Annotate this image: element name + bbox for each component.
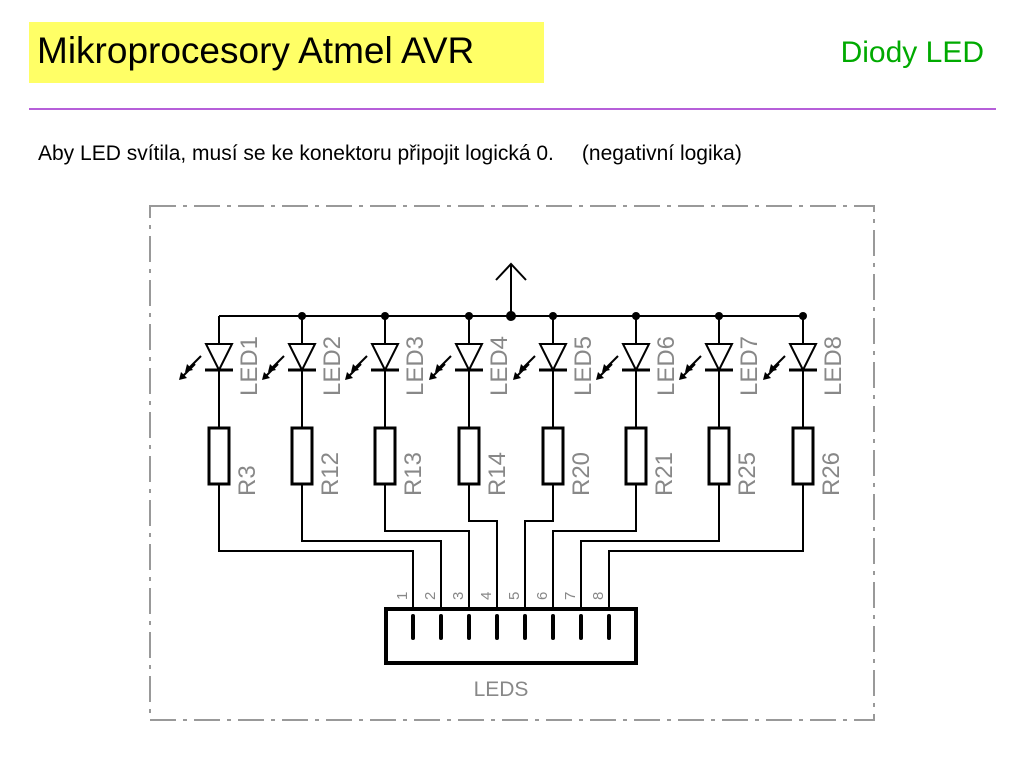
- light-emission-icon: [429, 355, 452, 380]
- junction-dot: [465, 312, 473, 320]
- slide-title: Mikroprocesory Atmel AVR: [37, 30, 475, 71]
- pin-number: 4: [478, 592, 495, 600]
- description-main: Aby LED svítila, musí se ke konektoru př…: [38, 142, 554, 165]
- resistor-label: R20: [568, 452, 595, 496]
- pin-number: 8: [590, 592, 607, 600]
- light-emission-icon: [596, 355, 619, 380]
- connector: 1 2 3 4 5 6 7 8 LEDS: [384, 592, 638, 701]
- junction-dot: [381, 312, 389, 320]
- led-symbol: [454, 343, 484, 373]
- pin-number: 6: [534, 592, 551, 600]
- junction-dot: [715, 312, 723, 320]
- led-label: LED3: [402, 336, 429, 396]
- light-emission-icon: [679, 355, 702, 380]
- board-outline: [149, 205, 875, 721]
- header-divider: [29, 108, 996, 110]
- junction-dot: [549, 312, 557, 320]
- light-emission-icon: [262, 355, 285, 380]
- led-label: LED5: [570, 336, 597, 396]
- led-symbol: [204, 343, 234, 373]
- led-label: LED2: [319, 336, 346, 396]
- led-label: LED7: [736, 336, 763, 396]
- junction-dot: [298, 312, 306, 320]
- resistor: [207, 426, 231, 486]
- pin-number: 5: [506, 592, 523, 600]
- pin-number: 3: [450, 592, 467, 600]
- resistor: [791, 426, 815, 486]
- title-box: Mikroprocesory Atmel AVR: [29, 22, 544, 83]
- led-symbol: [287, 343, 317, 373]
- light-emission-icon: [763, 355, 786, 380]
- resistor: [457, 426, 481, 486]
- section-title: Diody LED: [840, 36, 984, 69]
- junction-dot: [799, 312, 807, 320]
- description: Aby LED svítila, musí se ke konektoru př…: [38, 142, 742, 166]
- pin-number: 1: [394, 592, 411, 600]
- light-emission-icon: [179, 355, 202, 380]
- pin-number: 7: [562, 592, 579, 600]
- light-emission-icon: [513, 355, 536, 380]
- resistor-label: R25: [734, 452, 761, 496]
- pin-number: 2: [422, 592, 439, 600]
- led-symbol: [538, 343, 568, 373]
- led-symbol: [621, 343, 651, 373]
- led-label: LED6: [653, 336, 680, 396]
- description-note: (negativní logika): [581, 142, 742, 165]
- connector-body: [384, 607, 638, 665]
- led-symbol: [788, 343, 818, 373]
- resistor: [373, 426, 397, 486]
- led-symbol: [370, 343, 400, 373]
- resistor: [624, 426, 648, 486]
- resistor-label: R21: [651, 452, 678, 496]
- led-label: LED8: [820, 336, 847, 396]
- connector-label: LEDS: [474, 678, 529, 701]
- resistor: [290, 426, 314, 486]
- junction-dot: [506, 311, 516, 321]
- resistor: [541, 426, 565, 486]
- supply-arrow: [495, 262, 527, 316]
- resistor: [707, 426, 731, 486]
- resistor-label: R26: [818, 452, 845, 496]
- resistor-label: R13: [400, 452, 427, 496]
- light-emission-icon: [345, 355, 368, 380]
- resistor-label: R3: [234, 465, 261, 496]
- resistor-label: R14: [484, 452, 511, 496]
- led-label: LED4: [486, 336, 513, 396]
- led-symbol: [704, 343, 734, 373]
- junction-dot: [632, 312, 640, 320]
- resistor-label: R12: [317, 452, 344, 496]
- led-label: LED1: [236, 336, 263, 396]
